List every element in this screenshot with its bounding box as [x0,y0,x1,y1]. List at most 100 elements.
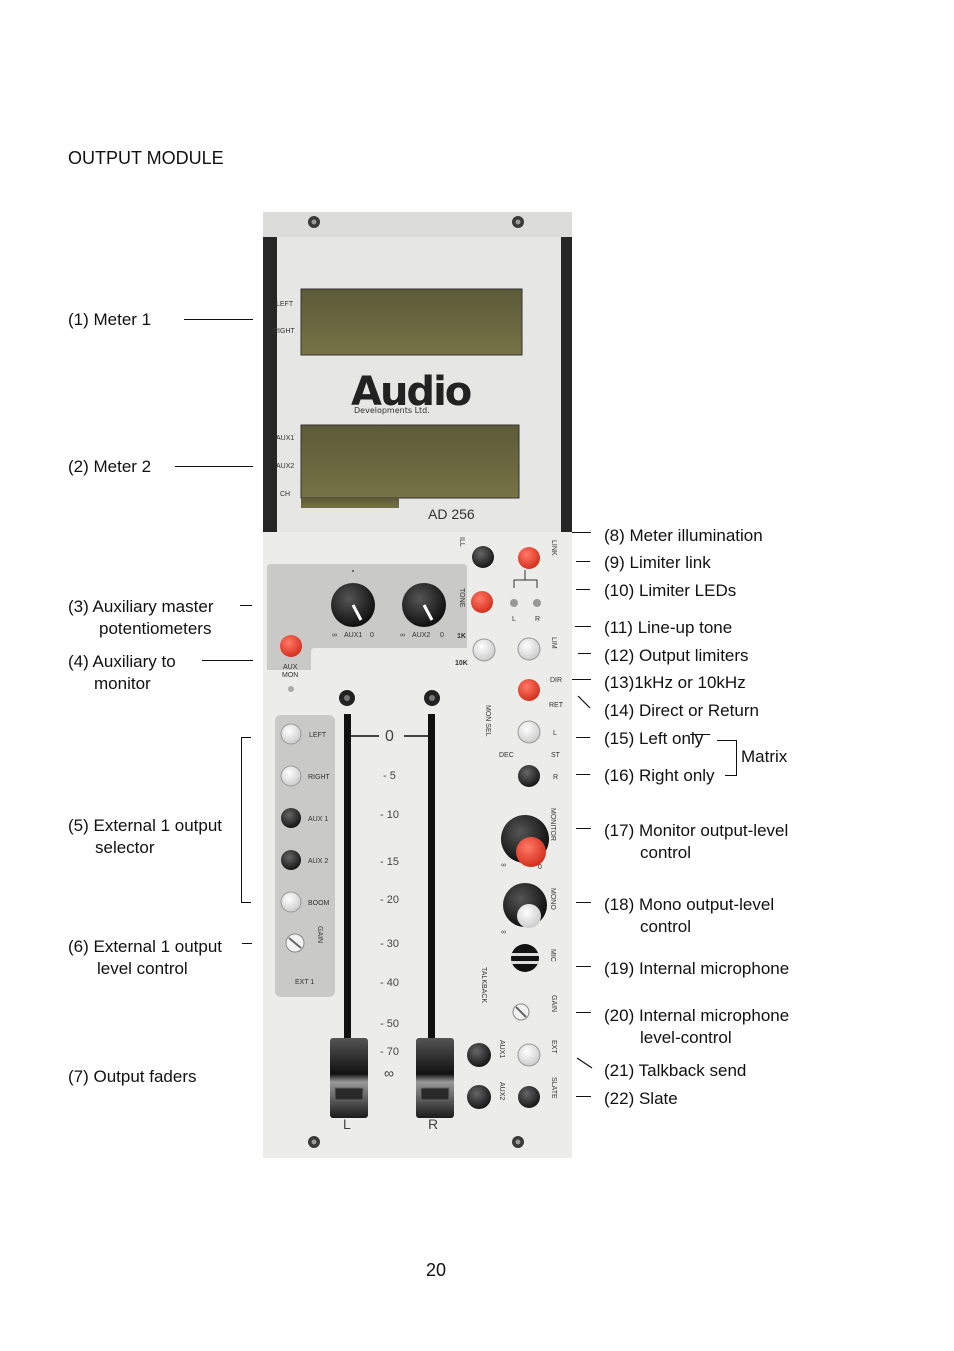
svg-text:AUX 1: AUX 1 [308,816,328,823]
mic-gain-label: GAIN [550,995,557,1012]
svg-text:ST: ST [551,752,561,759]
aux-mon-button[interactable] [280,635,302,657]
meter1-label-left: LEFT [276,301,294,308]
limiter-link-button[interactable] [518,547,540,569]
svg-text:10K: 10K [455,660,468,667]
link-label: LINK [550,540,557,556]
fader-scale-20: - 20 [380,894,399,906]
direct-return-button[interactable] [518,679,540,701]
svg-text:LEFT: LEFT [309,732,327,739]
callout-limiter-link: (9) Limiter link [604,553,711,572]
fader-right-cap[interactable] [416,1038,454,1118]
callout-limiter-leds: (10) Limiter LEDs [604,581,737,600]
ext1-right-button[interactable] [280,765,302,787]
callout-internal-mic: (19) Internal microphone [604,959,790,978]
brand-logo: Audio [351,369,471,415]
callout-slate: (22) Slate [604,1089,678,1108]
internal-mic-gain-trim[interactable] [512,1003,530,1021]
svg-text:DEC: DEC [499,752,514,759]
right-only-button[interactable] [518,765,540,787]
brand-subtitle: Developments Ltd. [354,406,430,415]
mic-label: MIC [549,949,556,962]
callout-1khz-10khz: (13)1kHz or 10kHz [604,673,746,692]
talkback-aux2-button[interactable] [467,1085,491,1109]
fader-scale-5: - 5 [383,770,396,782]
talkback-ext-button[interactable] [517,1043,541,1067]
svg-text:L: L [512,616,516,623]
meter2-label-ch: CH [280,491,290,498]
callout-talkback-send: (21) Talkback send [604,1061,747,1080]
svg-text:R: R [535,616,540,623]
ext1-gain-label: GAIN [316,926,323,943]
fader-scale-10: - 10 [380,809,399,821]
monitor-label: MONITOR [549,808,556,841]
fader-scale-70: - 70 [380,1046,399,1058]
svg-text:AUX 2: AUX 2 [308,858,328,865]
left-only-button[interactable] [517,720,541,744]
svg-text:∞: ∞ [501,929,506,936]
meter1-label-right: RIGHT [273,328,296,335]
mono-label: MONO [549,888,556,910]
ext1-aux1-button[interactable] [281,808,301,828]
ext1-left-button[interactable] [280,723,302,745]
slate-label: SLATE [550,1077,557,1099]
callout-output-limiters: (12) Output limiters [604,646,749,665]
meter-illumination-button[interactable] [472,546,494,568]
svg-text:DIR: DIR [550,677,562,684]
svg-text:RET: RET [549,702,564,709]
aux2-knob[interactable] [402,583,446,627]
svg-text:0: 0 [370,632,374,639]
svg-text:0: 0 [440,632,444,639]
aux1-knob-label: AUX1 [344,632,362,639]
callout-left-only: (15) Left only [604,729,704,748]
page-number: 20 [425,1260,447,1280]
callout-meter-2: (2) Meter 2 [68,457,152,476]
tone-label: TONE [458,588,465,608]
svg-text:BOOM: BOOM [308,900,330,907]
limiter-led-l [510,599,518,607]
ext1-label: EXT 1 [295,979,314,986]
fader-scale-0: 0 [385,728,394,745]
aux1-send-label: AUX1 [498,1040,505,1058]
svg-text:0: 0 [538,864,542,871]
ext1-aux2-button[interactable] [281,850,301,870]
svg-text:RIGHT: RIGHT [308,774,331,781]
ext1-boom-button[interactable] [280,891,302,913]
lim-label: LIM [550,637,557,649]
svg-text:∞: ∞ [332,632,337,639]
svg-text:MON: MON [282,672,298,679]
slate-button[interactable] [518,1086,540,1108]
ext1-gain-trim[interactable] [285,933,305,953]
callout-matrix: Matrix [741,747,788,766]
fader-scale-inf: ∞ [384,1065,394,1081]
callout-meter-1: (1) Meter 1 [68,310,152,329]
mono-level-knob[interactable] [503,883,547,928]
talkback-aux1-button[interactable] [467,1043,491,1067]
svg-text:∞: ∞ [400,632,405,639]
monitor-level-knob[interactable] [501,815,549,867]
output-limiters-button[interactable] [517,637,541,661]
limiter-led-r [533,599,541,607]
tone-frequency-button[interactable] [472,638,496,662]
ext-label: EXT [550,1040,557,1054]
line-up-tone-button[interactable] [471,591,493,613]
meter2-label-aux2: AUX2 [276,463,294,470]
fader-right-label: R [428,1116,438,1132]
page-heading: OUTPUT MODULE [68,148,224,168]
svg-text:1K: 1K [457,633,466,640]
callout-right-only: (16) Right only [604,766,715,785]
aux2-knob-label: AUX2 [412,632,430,639]
aux1-knob[interactable] [331,583,375,627]
fader-left-cap[interactable] [330,1038,368,1118]
aux2-send-label: AUX2 [498,1082,505,1100]
fader-scale-50: - 50 [380,1018,399,1030]
meter2-label-aux1: AUX1 [276,435,294,442]
talkback-label: TALKBACK [480,967,487,1003]
svg-text:R: R [553,774,558,781]
callout-direct-return: (14) Direct or Return [604,701,759,720]
